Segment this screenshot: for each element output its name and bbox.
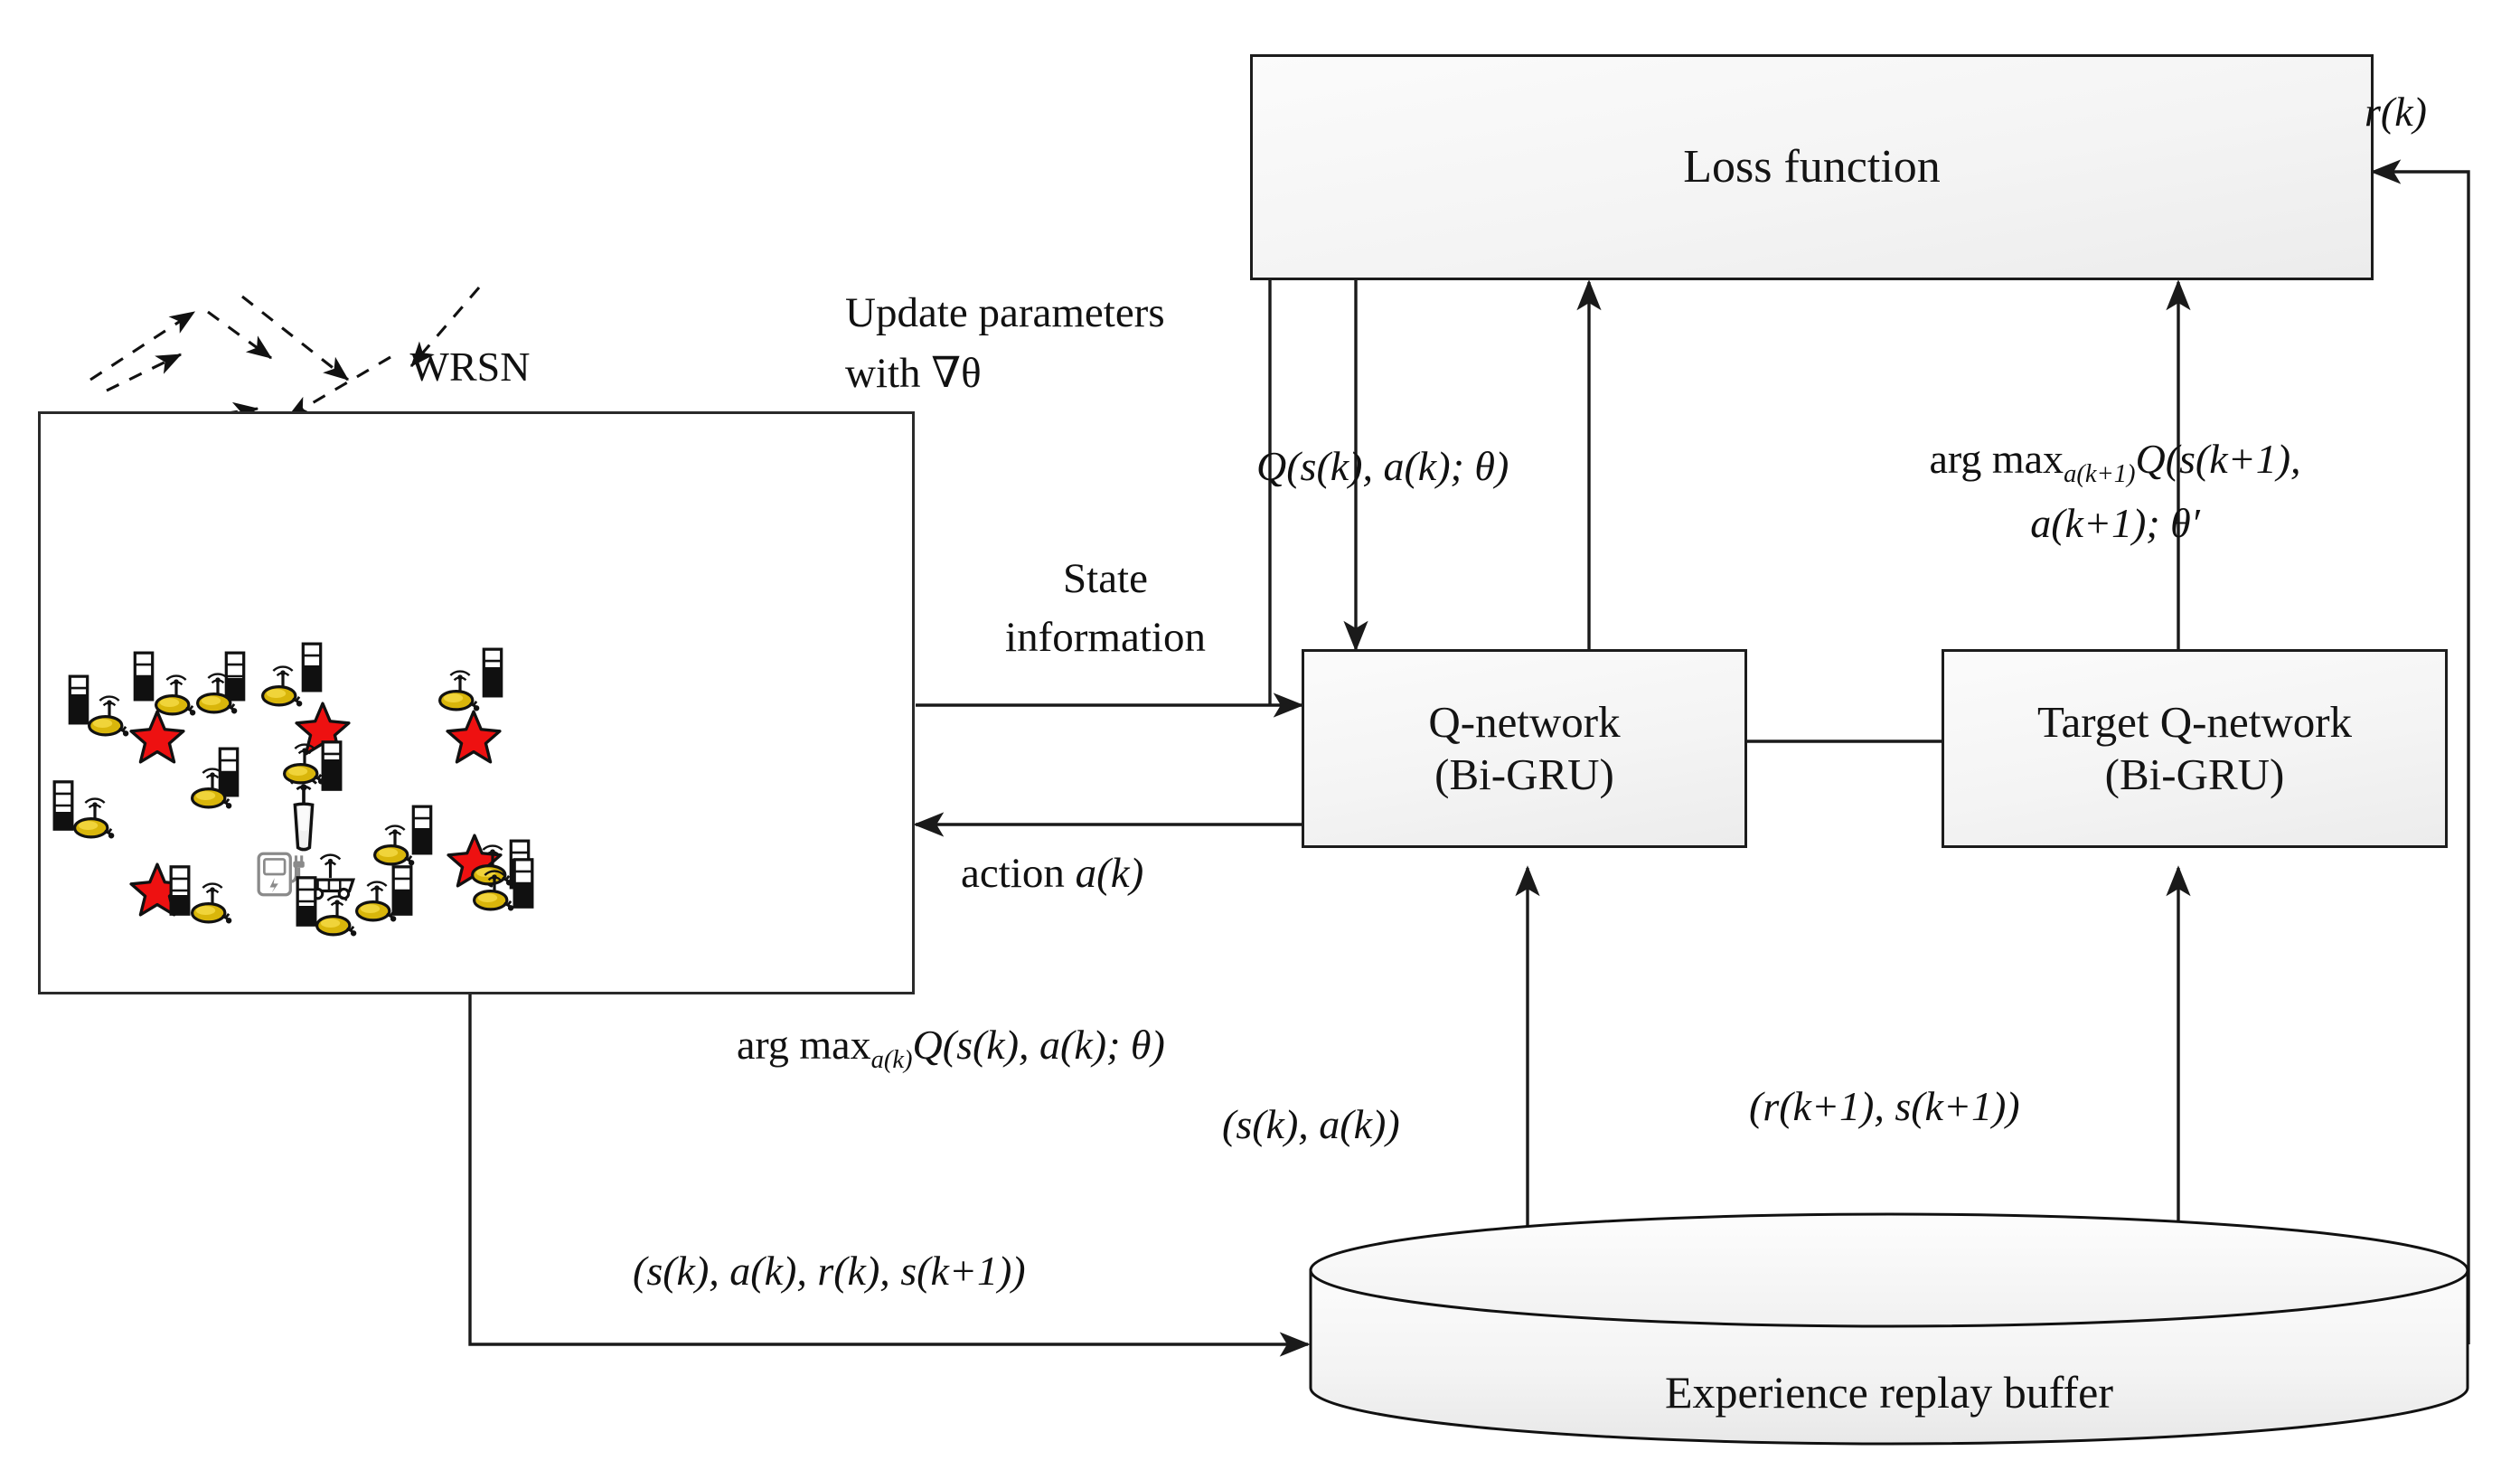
state-information-line2: information [1005,614,1206,662]
sensor-node-group [52,642,534,938]
wrsn-scene-svg [52,642,534,938]
sensor-node [260,664,304,709]
sensor-node [372,824,416,868]
argmax-target-line2: a(k+1); θ′ [2030,499,2200,546]
sample-reward-nextstate-label: (r(k+1), s(k+1)) [1749,1083,2020,1129]
argmax-action-arg: arg max [737,1022,871,1068]
q-network-box[interactable]: Q-network (Bi-GRU) [1302,649,1747,848]
charging-target-star [129,710,185,764]
argmax-action-expression-label: arg maxa(k)Q(s(k), a(k); θ) [737,1020,1165,1077]
q-network-label-line1: Q-network [1428,697,1621,748]
q-network-label-line2: (Bi-GRU) [1434,749,1614,799]
wrsn-field-box [38,411,915,994]
sensor-node [437,669,481,713]
update-parameters-line2: with ∇θ [845,350,982,398]
argmax-target-expression-label: arg maxa(k+1)Q(s(k+1), a(k+1); θ′ [1826,434,2404,549]
action-value: a(k) [1075,850,1144,897]
sensor-node [354,880,398,924]
action-prefix: action [961,850,1076,897]
wrsn-title: WRSN [409,344,531,390]
target-q-network-label-line2: (Bi-GRU) [2104,749,2285,799]
charging-target-star [446,710,502,764]
loss-function-label: Loss function [1683,141,1941,193]
sensor-node [315,894,358,938]
update-parameters-line1: Update parameters [845,289,1165,336]
argmax-target-arg: arg max [1929,436,2064,482]
base-station-tower [289,776,318,852]
q-value-expression-label: Q(s(k), a(k); θ) [1256,443,1509,489]
argmax-action-subscript: a(k) [870,1046,913,1075]
target-q-network-box[interactable]: Target Q-network (Bi-GRU) [1942,649,2448,848]
update-parameters-label: Update parameters with ∇θ [845,287,1315,400]
target-q-network-label-line1: Target Q-network [2036,697,2353,748]
transition-tuple-label: (s(k), a(k), r(k), s(k+1)) [633,1248,1026,1294]
state-information-line1: State [1063,555,1148,602]
sample-state-action-label: (s(k), a(k)) [1222,1101,1400,1147]
sensor-node [72,796,116,841]
argmax-target-q: Q(s(k+1), [2135,436,2301,482]
sensor-node [282,742,325,787]
sensor-node [154,674,197,718]
state-information-label: State information [938,553,1273,664]
action-label: action a(k) [961,848,1143,900]
sensor-node [87,694,130,739]
loss-function-box[interactable]: Loss function [1250,54,2374,280]
replay-buffer-label: Experience replay buffer [1664,1367,2114,1418]
argmax-action-q: Q(s(k), a(k); θ) [912,1022,1165,1068]
sensor-node [190,881,233,926]
argmax-target-subscript: a(k+1) [2064,460,2136,489]
reward-label: r(k) [2365,89,2427,135]
